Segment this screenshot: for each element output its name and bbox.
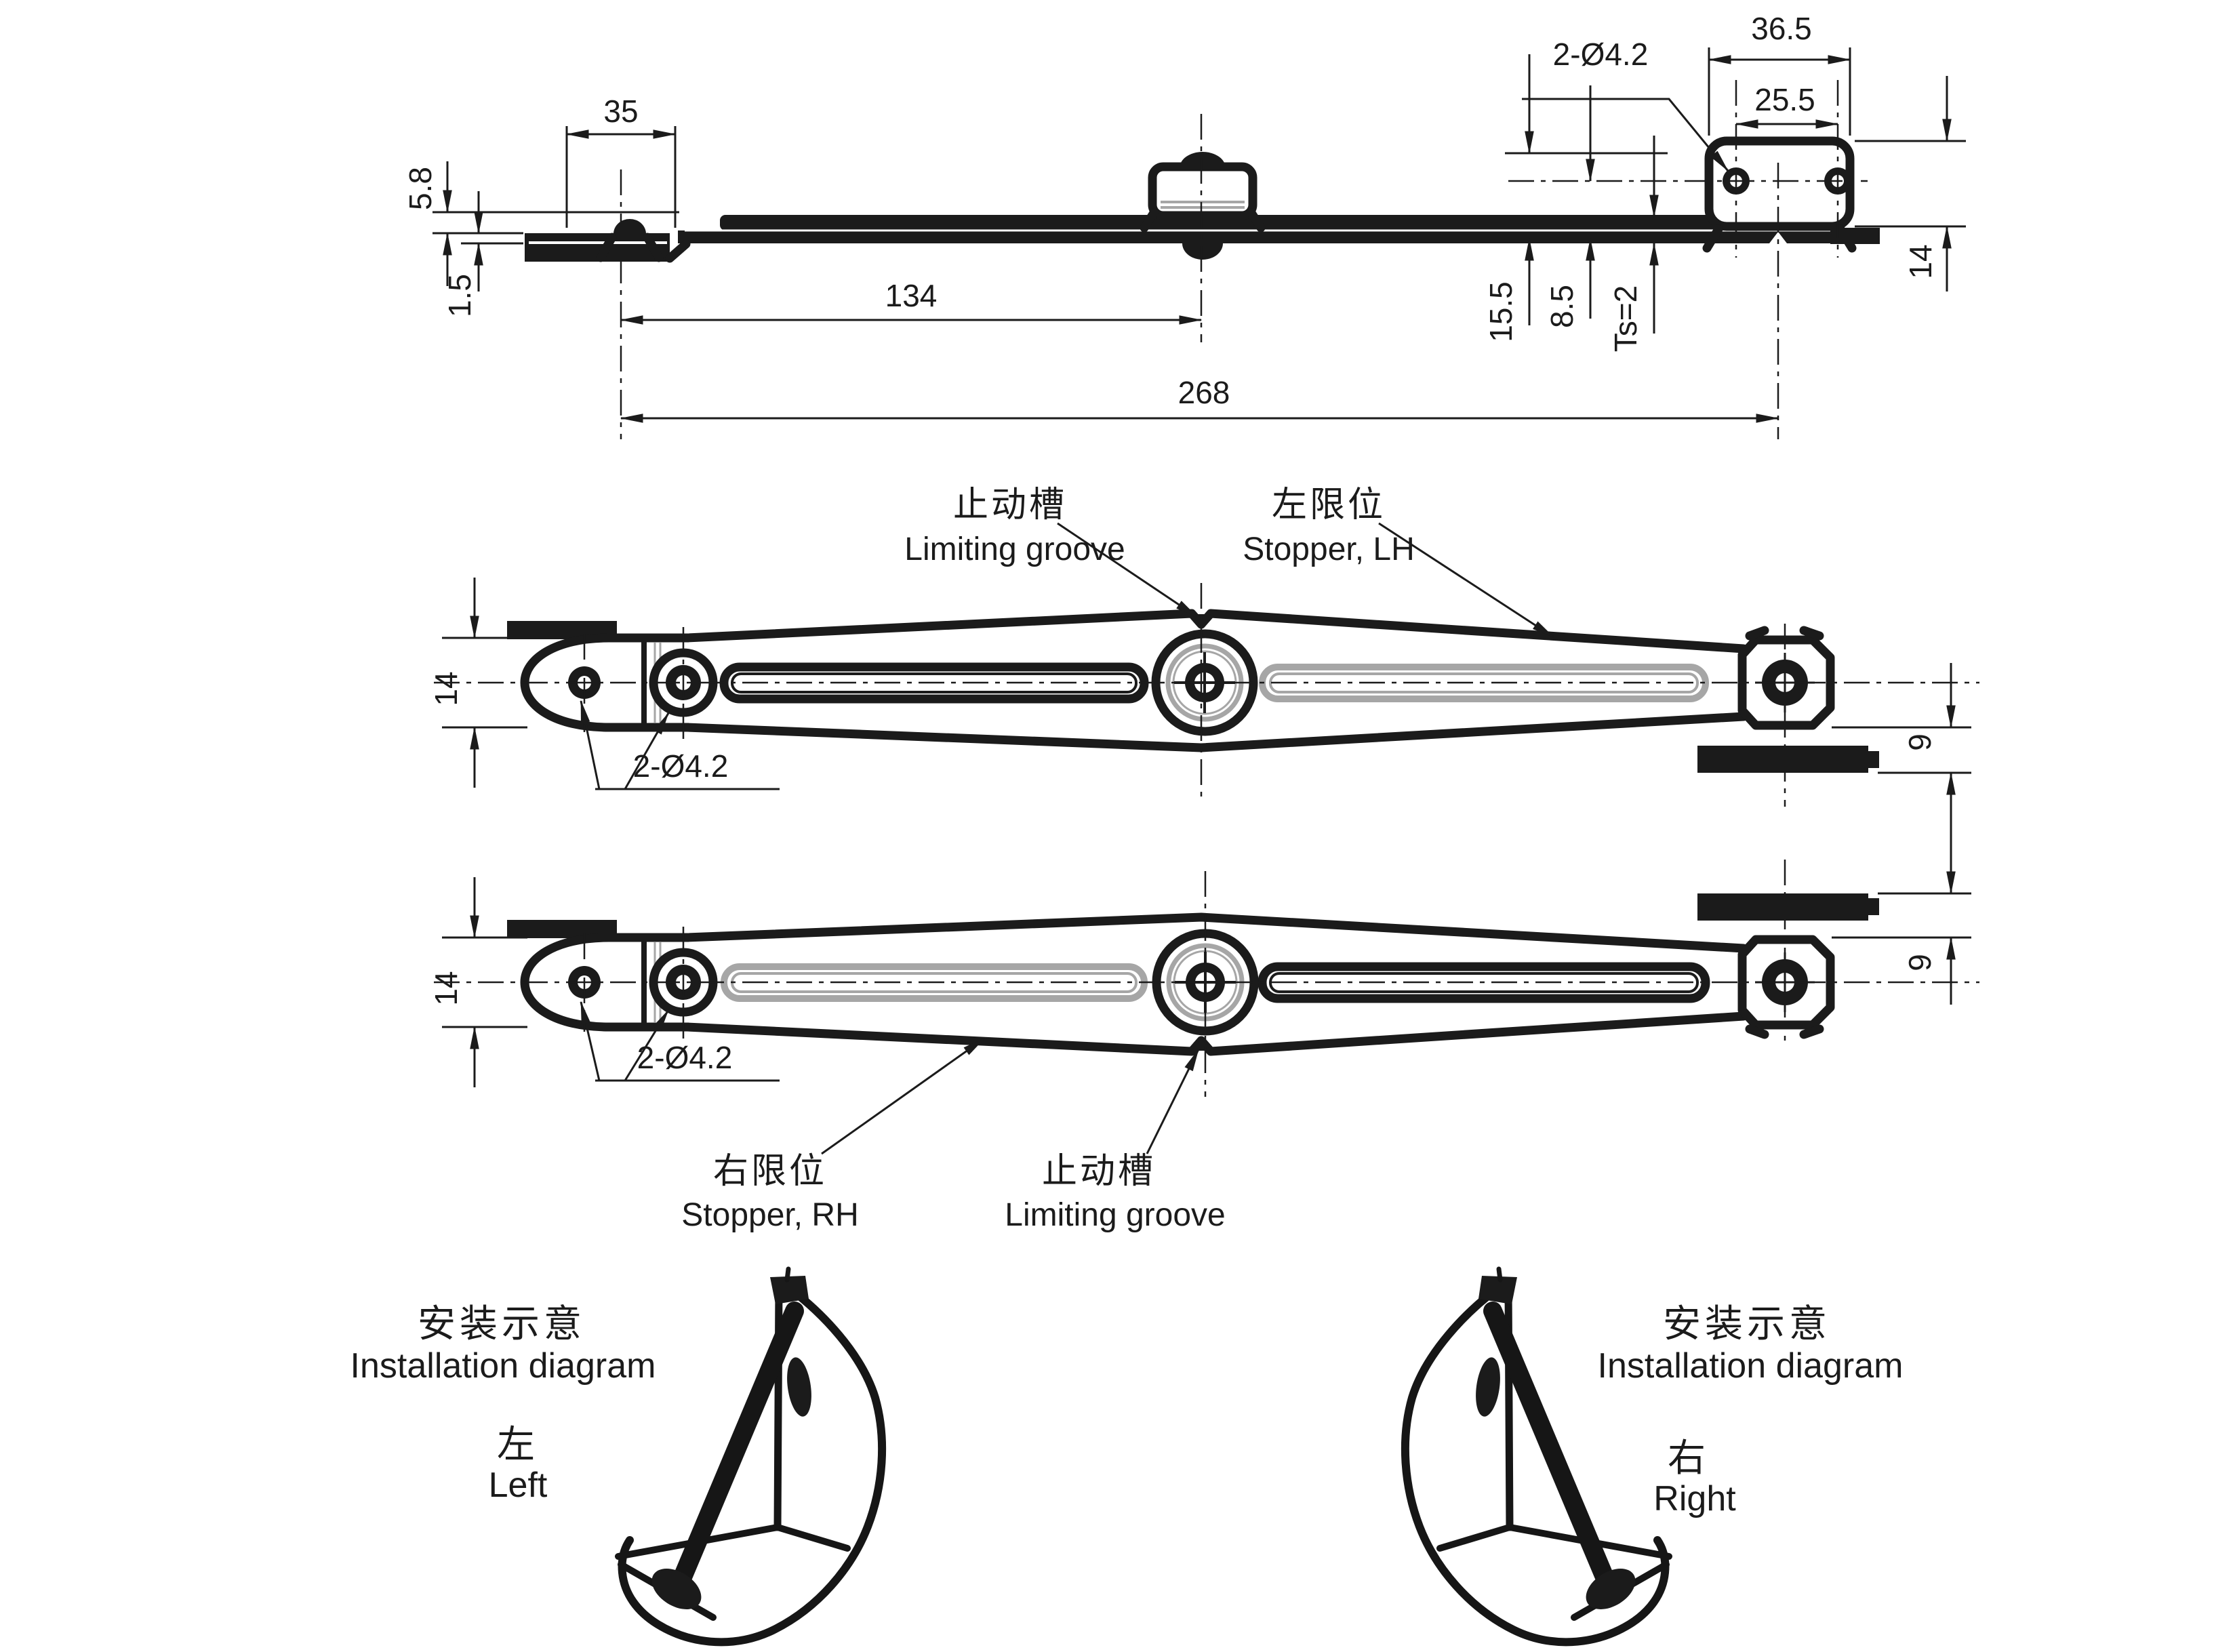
lh-right-end [1737, 626, 1835, 730]
rh-dim-9: 9 [1832, 828, 1971, 1005]
lh-stopper-label-cn: 左限位 [1272, 485, 1386, 525]
top-view: 35 5.8 1.5 134 268 [403, 11, 1966, 439]
dim-ts2-value: Ts=2 [1608, 285, 1643, 352]
rh-arm-view: 14 2-Ø4.2 9 右限位 Stopper, RH 止动槽 Limiting… [428, 828, 1979, 1233]
lh-dim-9-value: 9 [1902, 733, 1937, 751]
dim-ts2: Ts=2 [1608, 136, 1659, 352]
rh-callout-holes: 2-Ø4.2 [580, 1001, 780, 1082]
rh-right-end [1737, 935, 1835, 1039]
install-right-side-cn: 右 [1668, 1436, 1710, 1479]
install-left-title-cn: 安装示意 [418, 1302, 586, 1345]
install-right-side-en: Right [1653, 1479, 1736, 1518]
installation-left: 安装示意 Installation diagram 左 Left [350, 1269, 883, 1642]
dim-36-5-value: 36.5 [1751, 11, 1812, 46]
rh-dim-14: 14 [428, 877, 527, 1087]
rh-callout-holes-value: 2-Ø4.2 [637, 1040, 733, 1075]
lh-dim-14: 14 [428, 578, 527, 788]
install-left-sketch [618, 1269, 882, 1642]
dim-35-value: 35 [603, 94, 638, 129]
dim-5-8-value: 5.8 [403, 167, 438, 210]
dim-14-top-value: 14 [1903, 244, 1938, 279]
rivet-bump [613, 219, 646, 234]
callout-holes-top-value: 2-Ø4.2 [1553, 37, 1649, 72]
lh-groove-label-en: Limiting groove [904, 531, 1125, 567]
lh-callout-holes: 2-Ø4.2 [580, 700, 780, 790]
dim-36-5: 36.5 [1708, 11, 1851, 136]
install-left-side-cn: 左 [497, 1423, 539, 1466]
dim-14-top-view: 14 [1855, 76, 1966, 291]
lh-groove-label-cn: 止动槽 [953, 485, 1067, 525]
top-view-centerlines [620, 80, 1868, 439]
dim-25-5-value: 25.5 [1754, 82, 1815, 117]
lower-arm-bar [678, 230, 1880, 243]
lh-stopper-leader [1378, 522, 1555, 639]
dim-25-5: 25.5 [1735, 82, 1839, 129]
rh-stopper-label-en: Stopper, RH [681, 1197, 858, 1233]
callout-holes-top: 2-Ø4.2 [1522, 37, 1729, 172]
rh-groove-label-cn: 止动槽 [1042, 1152, 1156, 1191]
lh-groove-leader [1057, 522, 1199, 618]
rh-groove-label-en: Limiting groove [1005, 1197, 1226, 1233]
install-right-title-cn: 安装示意 [1663, 1302, 1831, 1345]
dim-5-8: 5.8 [403, 161, 679, 286]
center-rivet-knob [1140, 152, 1266, 260]
dim-268-value: 268 [1178, 375, 1230, 410]
rh-dim-14-value: 14 [428, 971, 464, 1005]
rh-stopper-leader [821, 1037, 986, 1155]
dim-134-value: 134 [885, 278, 938, 313]
dim-268: 268 [620, 375, 1779, 423]
mounting-bracket [1702, 136, 1880, 253]
rh-stopper-bar [1697, 893, 1868, 921]
lh-dim-14-value: 14 [428, 671, 464, 706]
rh-top-edge [683, 912, 1748, 953]
left-end-fitting [525, 219, 691, 263]
dim-1-5: 1.5 [442, 191, 523, 317]
upper-arm-bar [720, 215, 1819, 230]
dim-1-5-value: 1.5 [442, 274, 477, 317]
dim-8-5: 8.5 [1544, 85, 1595, 328]
lh-arm-view: 14 2-Ø4.2 9 止动槽 Limiting groove 左限位 Stop… [428, 485, 1979, 839]
lh-callout-holes-value: 2-Ø4.2 [633, 748, 729, 784]
dim-15-5-value: 15.5 [1483, 281, 1518, 342]
lh-centerlines [434, 583, 1979, 807]
lh-dim-9: 9 [1832, 663, 1971, 839]
rh-dim-9-value: 9 [1902, 954, 1937, 971]
install-left-side-en: Left [489, 1466, 548, 1505]
install-right-sketch [1405, 1269, 1669, 1642]
installation-right: 安装示意 Installation diagram 右 Right [1405, 1269, 1904, 1642]
lh-stopper-bar [1697, 746, 1868, 773]
lh-stopper-label-en: Stopper, LH [1243, 531, 1415, 567]
rh-groove-leader [1146, 1048, 1200, 1154]
rh-stopper-label-cn: 右限位 [713, 1152, 827, 1191]
rh-centerlines [434, 860, 1979, 1097]
install-left-title-en: Installation diagram [350, 1346, 656, 1386]
lh-center-boss [1151, 614, 1258, 736]
dim-15-5: 15.5 [1483, 54, 1668, 342]
dim-35: 35 [565, 94, 677, 228]
dim-8-5-value: 8.5 [1544, 285, 1579, 328]
install-right-title-en: Installation diagram [1598, 1346, 1904, 1386]
dim-134: 134 [620, 278, 1203, 325]
